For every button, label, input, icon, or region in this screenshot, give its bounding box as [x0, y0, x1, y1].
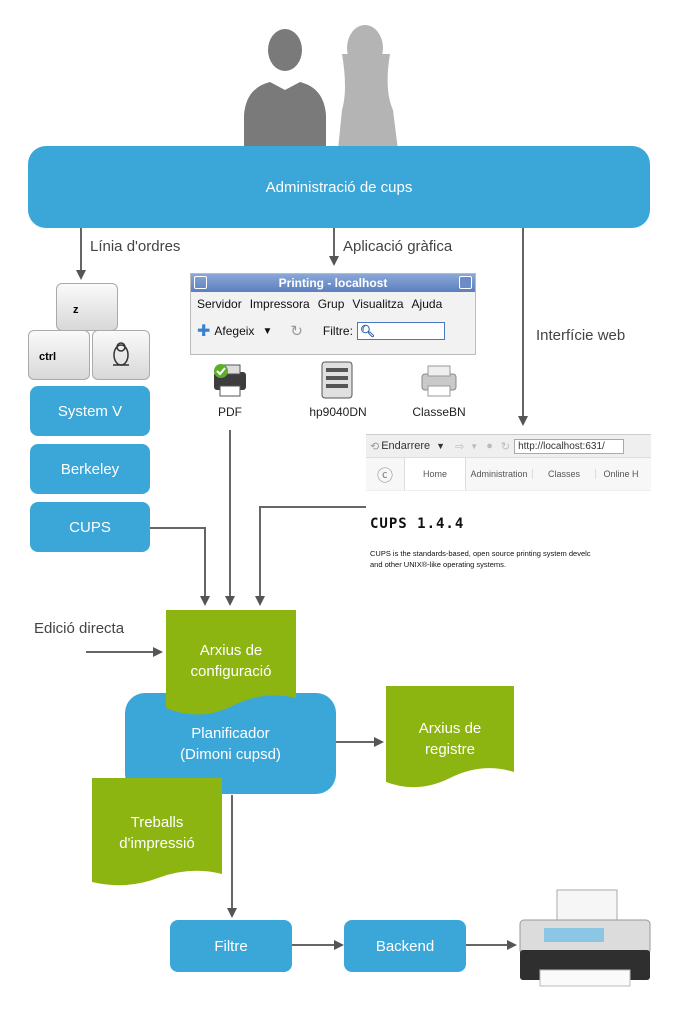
jobs-line2: d'impressió: [119, 835, 195, 852]
reload-icon[interactable]: ↻: [500, 440, 511, 453]
window-minimize-button[interactable]: [459, 276, 472, 289]
cups-desc-line1: CUPS is the standards-based, open source…: [370, 549, 591, 558]
menu-bar: Servidor Impressora Grup Visualitza Ajud…: [191, 292, 475, 311]
gui-label: Aplicació gràfica: [343, 238, 453, 255]
filter-box-label: Filtre: [214, 937, 248, 955]
scheduler-box: Planificador (Dimoni cupsd): [125, 693, 336, 794]
add-button[interactable]: Afegeix: [214, 324, 255, 338]
tab-online-help[interactable]: Online H: [595, 469, 646, 479]
tab-classes[interactable]: Classes: [532, 469, 595, 479]
berkeley-box: Berkeley: [30, 444, 150, 494]
menu-servidor[interactable]: Servidor: [197, 297, 242, 311]
log-document-shape: [386, 686, 514, 788]
pdf-label: PDF: [218, 405, 242, 419]
window-title: Printing - localhost: [278, 276, 388, 290]
stop-icon[interactable]: ●: [486, 440, 493, 452]
backend-box: Backend: [344, 920, 466, 972]
cups-box: CUPS: [30, 502, 150, 552]
cups-label: CUPS: [69, 518, 111, 536]
config-document-shape: [166, 610, 296, 715]
cups-desc-line2: and other UNIX®-like operating systems.: [370, 560, 506, 569]
scheduler-line1: Planificador: [191, 725, 270, 742]
window-menu-icon[interactable]: [194, 276, 207, 289]
classebn-printer-icon: [421, 365, 457, 397]
jobs-document-shape: [92, 778, 222, 886]
chevron-down-icon[interactable]: ▼: [470, 441, 479, 451]
web-label: Interfície web: [536, 327, 626, 344]
chevron-down-icon[interactable]: ▼: [436, 441, 446, 451]
browser-window: ⟲ Endarrere ▼ ⇨ ▼ ● ↻ http://localhost:6…: [366, 434, 651, 491]
scheduler-line2: (Dimoni cupsd): [180, 746, 281, 763]
cups-heading: CUPS 1.4.4: [370, 516, 465, 532]
browser-toolbar: ⟲ Endarrere ▼ ⇨ ▼ ● ↻ http://localhost:6…: [366, 435, 651, 457]
tux-key: [92, 330, 150, 380]
cups-logo-icon: ⓒ: [376, 468, 393, 485]
chevron-down-icon[interactable]: ▼: [262, 325, 273, 337]
printer-icon: [519, 889, 651, 987]
ctrl-key-label: ctrl: [39, 351, 57, 363]
menu-ajuda[interactable]: Ajuda: [411, 297, 443, 311]
menu-impressora[interactable]: Impressora: [249, 297, 310, 311]
users-silhouette-icon: [244, 25, 398, 150]
z-key: z: [56, 283, 118, 331]
admin-bar: Administració de cups: [28, 146, 650, 228]
backend-box-label: Backend: [375, 937, 435, 955]
forward-icon[interactable]: ⇨: [455, 440, 465, 453]
system-v-box: System V: [30, 386, 150, 436]
config-line2: configuració: [190, 663, 272, 680]
system-v-label: System V: [57, 402, 123, 420]
log-line1: Arxius de: [418, 720, 482, 737]
pdf-printer-icon: [214, 364, 246, 397]
hp9040dn-label: hp9040DN: [309, 405, 367, 419]
url-input[interactable]: http://localhost:631/: [514, 438, 625, 454]
window-titlebar: Printing - localhost: [191, 274, 475, 292]
config-label: Arxius de configuració: [166, 640, 296, 682]
filter-label: Filtre:: [322, 324, 353, 338]
toolbar: ✚ Afegeix ▼ ↻ Filtre: 🔍︎: [191, 311, 475, 341]
jobs-label: Treballs d'impressió: [92, 812, 222, 854]
add-icon: ✚: [197, 323, 211, 340]
back-icon[interactable]: ⟲: [370, 440, 380, 453]
direct-edit-label: Edició directa: [34, 620, 125, 637]
jobs-line1: Treballs: [130, 814, 184, 831]
cups-description: CUPS is the standards-based, open source…: [370, 548, 652, 570]
log-line2: registre: [424, 741, 476, 758]
menu-visualitza[interactable]: Visualitza: [352, 297, 404, 311]
printing-window: Printing - localhost Servidor Impressora…: [190, 273, 476, 355]
admin-title: Administració de cups: [265, 178, 413, 196]
ctrl-key: ctrl: [28, 330, 90, 380]
cups-tabs: ⓒ Home Administration Classes Online H: [366, 457, 651, 490]
classebn-label: ClasseBN: [412, 405, 466, 419]
refresh-icon[interactable]: ↻: [290, 323, 303, 340]
tab-home[interactable]: Home: [404, 458, 466, 490]
hp-printer-icon: [321, 361, 353, 399]
menu-grup[interactable]: Grup: [317, 297, 345, 311]
tux-icon: [113, 342, 129, 366]
filter-search-input[interactable]: 🔍︎: [356, 322, 445, 340]
cli-label: Línia d'ordres: [90, 238, 181, 255]
filter-box: Filtre: [170, 920, 292, 972]
back-button[interactable]: Endarrere: [381, 440, 431, 452]
z-key-label: z: [73, 304, 79, 316]
tab-administration[interactable]: Administration: [470, 469, 528, 479]
log-label: Arxius de registre: [386, 718, 514, 760]
berkeley-label: Berkeley: [60, 460, 120, 478]
config-line1: Arxius de: [199, 642, 263, 659]
